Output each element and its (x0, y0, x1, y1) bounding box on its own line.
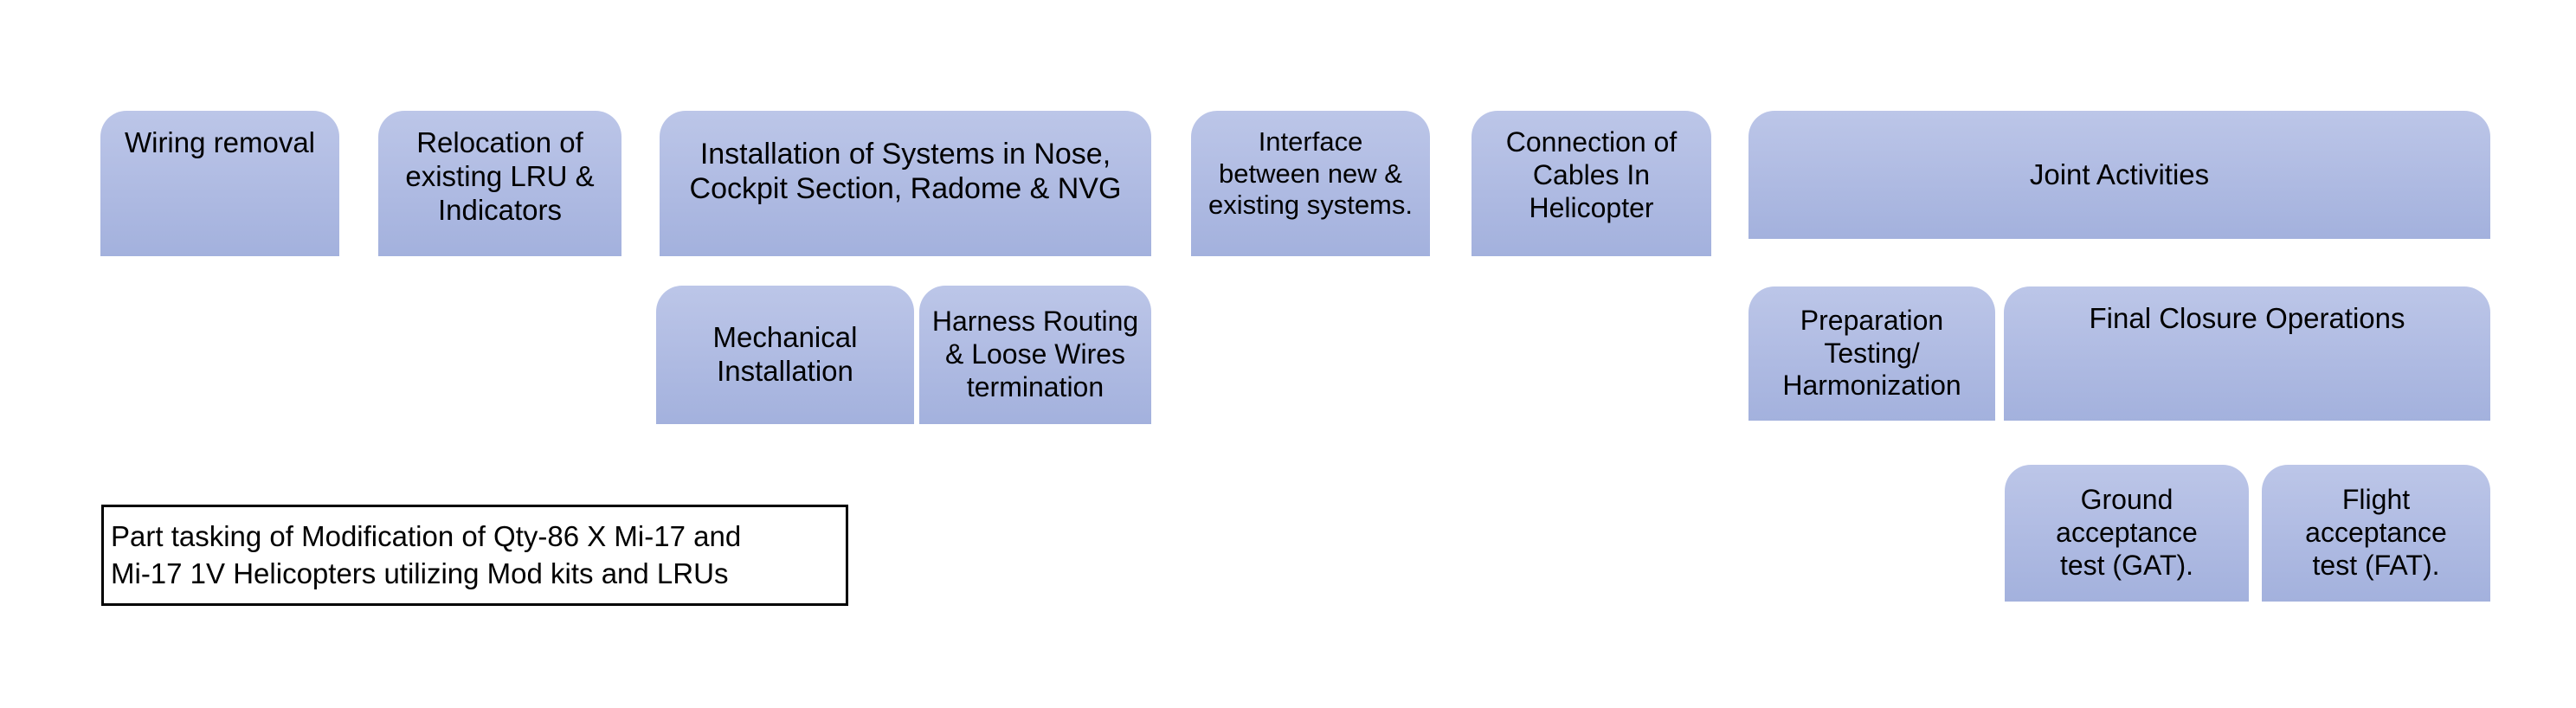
process-box-mechanical-installation[interactable]: Mechanical Installation (656, 286, 914, 424)
process-box-ground-acceptance-test[interactable]: Ground acceptance test (GAT). (2005, 465, 2249, 602)
process-box-label: Wiring removal (124, 126, 316, 158)
process-box-label: Connection of Cables In Helicopter (1505, 126, 1678, 223)
process-box-label: Installation of Systems in Nose, Cockpit… (689, 138, 1122, 206)
process-box-wiring-removal[interactable]: Wiring removal (100, 111, 339, 256)
process-box-flight-acceptance-test[interactable]: Flight acceptance test (FAT). (2262, 465, 2490, 602)
process-box-final-closure[interactable]: Final Closure Operations (2004, 286, 2490, 421)
process-box-label: Relocation of existing LRU & Indicators (405, 126, 595, 226)
process-box-label: Mechanical Installation (712, 321, 858, 387)
process-box-label: Joint Activities (2029, 158, 2210, 190)
process-box-label: Harness Routing & Loose Wires terminatio… (931, 306, 1139, 402)
process-box-label: Flight acceptance test (FAT). (2305, 484, 2447, 581)
process-box-label: Final Closure Operations (2089, 302, 2405, 334)
process-box-label: Ground acceptance test (GAT). (2056, 484, 2198, 581)
caption-text: Part tasking of Modification of Qty-86 X… (111, 520, 742, 589)
process-box-harness-routing[interactable]: Harness Routing & Loose Wires terminatio… (919, 286, 1151, 424)
process-box-preparation-testing[interactable]: Preparation Testing/ Harmonization (1748, 286, 1995, 421)
process-box-interface-systems[interactable]: Interface between new & existing systems… (1191, 111, 1430, 256)
process-box-label: Preparation Testing/ Harmonization (1782, 304, 1961, 402)
process-box-relocation-lru[interactable]: Relocation of existing LRU & Indicators (378, 111, 621, 256)
process-box-connection-cables[interactable]: Connection of Cables In Helicopter (1472, 111, 1711, 256)
process-box-installation-systems[interactable]: Installation of Systems in Nose, Cockpit… (660, 111, 1151, 256)
caption-box: Part tasking of Modification of Qty-86 X… (101, 505, 848, 606)
process-box-label: Interface between new & existing systems… (1208, 126, 1413, 221)
process-box-joint-activities[interactable]: Joint Activities (1748, 111, 2490, 239)
